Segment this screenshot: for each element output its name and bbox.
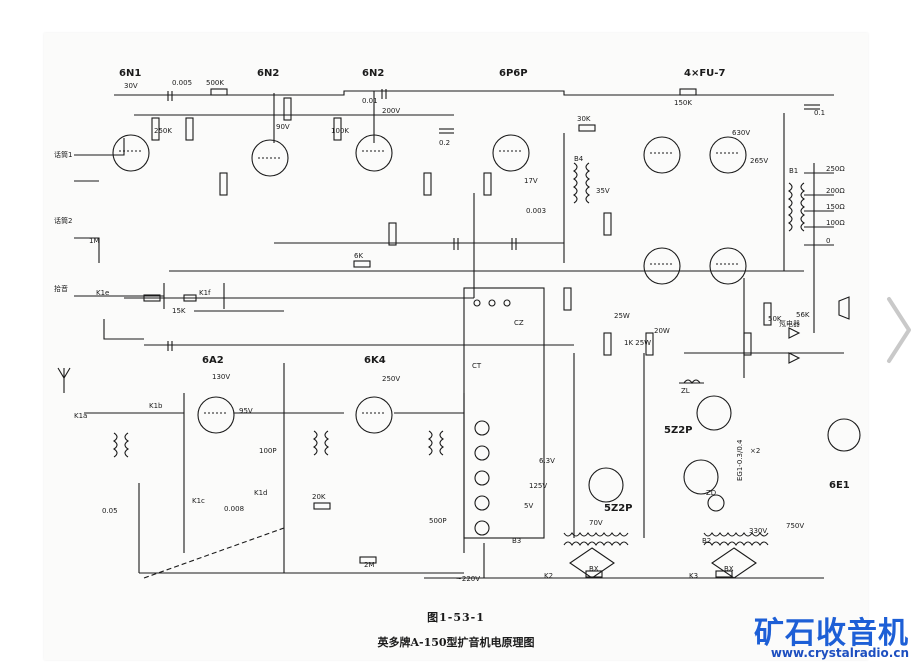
value-c001: 0.01 xyxy=(362,97,378,105)
label-zd: ZD xyxy=(706,489,716,497)
value-v5: 5V xyxy=(524,502,533,510)
tube-label-5z2p-a: 5Z2P xyxy=(664,425,693,436)
output-150: 150Ω xyxy=(826,203,845,211)
value-r250k: 250K xyxy=(154,127,172,135)
value-r56k: 56K xyxy=(796,311,810,319)
value-v95: 95V xyxy=(239,407,253,415)
figure-number: 图1-53-1 xyxy=(427,611,485,624)
value-v30: 30V xyxy=(124,82,138,90)
label-eg: EG1-0.3/0.4 xyxy=(736,439,744,481)
label-zl: ZL xyxy=(681,387,690,395)
label-mains: ~220V xyxy=(456,575,480,583)
value-v70: 70V xyxy=(589,519,603,527)
value-v750: 750V xyxy=(786,522,804,530)
value-v130: 130V xyxy=(212,373,230,381)
figure-caption: 英多牌A-150型扩音机电原理图 xyxy=(377,636,535,649)
value-r1m: 1M xyxy=(89,237,100,245)
value-v125: 125V xyxy=(529,482,547,490)
value-r100k: 100K xyxy=(331,127,349,135)
label-b4: B4 xyxy=(574,155,584,163)
value-v35: 35V xyxy=(596,187,610,195)
tube-label-5z2p-b: 5Z2P xyxy=(604,503,633,514)
label-k1d: K1d xyxy=(254,489,268,497)
tube-label-6e1: 6E1 xyxy=(829,480,850,491)
value-w20: 20W xyxy=(654,327,670,335)
label-mic1: 话筒1 xyxy=(54,150,72,159)
tube-label-fu7: 4×FU-7 xyxy=(684,68,725,79)
label-k1b: K1b xyxy=(149,402,163,410)
tube-label-6n1: 6N1 xyxy=(119,68,141,79)
output-250: 250Ω xyxy=(826,165,845,173)
value-c005: 0.05 xyxy=(102,507,118,515)
chevron-right-icon[interactable] xyxy=(885,295,913,365)
value-c02: 0.2 xyxy=(439,139,450,147)
label-fuse2: BX xyxy=(724,565,734,573)
label-k2: K2 xyxy=(544,572,553,580)
output-0: 0 xyxy=(826,237,830,245)
value-1k25w: 1K 25W xyxy=(624,339,651,347)
label-k1f: K1f xyxy=(199,289,211,297)
value-c0003: 0.003 xyxy=(526,207,546,215)
tube-label-6n2-b: 6N2 xyxy=(362,68,384,79)
watermark-name: 矿石收音机 xyxy=(754,616,909,651)
watermark-url: www.crystalradio.cn xyxy=(770,646,909,660)
value-v265: 265V xyxy=(750,157,768,165)
label-indicator: 氖电器 xyxy=(779,319,800,328)
value-c0008: 0.008 xyxy=(224,505,244,513)
schematic-page: 6N1 6N2 6N2 6P6P 4×FU-7 6A2 6K4 5Z2P 5Z2… xyxy=(44,33,868,660)
value-v17: 17V xyxy=(524,177,538,185)
label-b2: B2 xyxy=(702,537,711,545)
label-b3: B3 xyxy=(512,537,521,545)
value-v330: 330V xyxy=(749,527,767,535)
label-b1: B1 xyxy=(789,167,798,175)
watermark: 矿石收音机 www.crystalradio.cn xyxy=(736,606,913,667)
label-fuse1: BX xyxy=(589,565,599,573)
value-r50k: 50K xyxy=(768,315,782,323)
value-c0005: 0.005 xyxy=(172,79,192,87)
value-r500k: 500K xyxy=(206,79,224,87)
label-cz: CZ xyxy=(514,319,524,327)
output-100: 100Ω xyxy=(826,219,845,227)
value-r30k: 30K xyxy=(577,115,591,123)
value-c100p: 100P xyxy=(259,447,277,455)
value-v200: 200V xyxy=(382,107,400,115)
value-r15k: 15K xyxy=(172,307,186,315)
label-mic2: 话筒2 xyxy=(54,216,72,225)
tube-label-6p6p: 6P6P xyxy=(499,68,528,79)
value-v250: 250V xyxy=(382,375,400,383)
value-c500p: 500P xyxy=(429,517,447,525)
label-ct: CT xyxy=(472,362,482,370)
value-v90: 90V xyxy=(276,123,290,131)
label-k1a: K1a xyxy=(74,412,87,420)
value-v630: 630V xyxy=(732,129,750,137)
value-r150k: 150K xyxy=(674,99,692,107)
label-k1e: K1e xyxy=(96,289,109,297)
label-pickup: 拾音 xyxy=(54,284,68,293)
amplifier-schematic: 6N1 6N2 6N2 6P6P 4×FU-7 6A2 6K4 5Z2P 5Z2… xyxy=(54,68,861,583)
value-v63: 6.3V xyxy=(539,457,555,465)
value-w25: 25W xyxy=(614,312,630,320)
label-x2: ×2 xyxy=(750,447,760,455)
label-k3: K3 xyxy=(689,572,698,580)
tube-label-6a2: 6A2 xyxy=(202,355,224,366)
value-c01: 0.1 xyxy=(814,109,825,117)
value-r2m: 2M xyxy=(364,561,375,569)
value-r6k: 6K xyxy=(354,252,363,260)
tube-label-6k4: 6K4 xyxy=(364,355,386,366)
value-r20k: 20K xyxy=(312,493,326,501)
output-200: 200Ω xyxy=(826,187,845,195)
tube-label-6n2-a: 6N2 xyxy=(257,68,279,79)
label-k1c: K1c xyxy=(192,497,205,505)
